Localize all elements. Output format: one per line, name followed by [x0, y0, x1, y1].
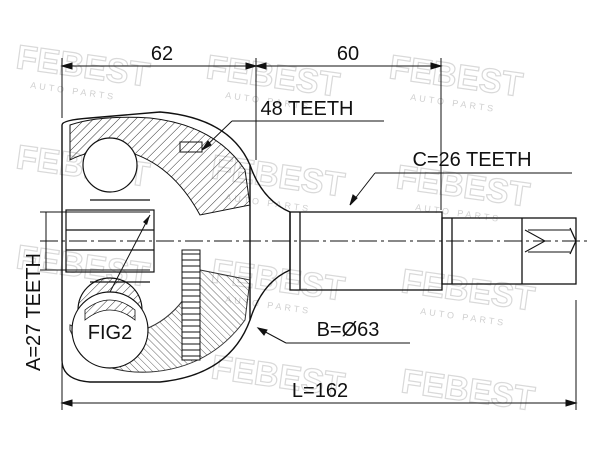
fig2-callout [71, 214, 151, 369]
shaft [289, 211, 577, 291]
shaft-teeth-leader [349, 172, 572, 206]
fig2-label: FIG2 [88, 322, 132, 344]
dim-right-length: 60 [337, 43, 359, 65]
diameter-label: B=Ø63 [317, 319, 380, 341]
abs-ring [181, 249, 201, 361]
dim-left-length: 62 [151, 43, 173, 65]
shaft-teeth-label: C=26 TEETH [412, 149, 531, 171]
left-dimension [40, 211, 150, 271]
ball-upper [82, 137, 138, 193]
outer-teeth-label: 48 TEETH [261, 98, 354, 120]
diameter-leader [256, 327, 410, 344]
bottom-dimension [60, 300, 578, 410]
watermark-text: FEBEST [399, 362, 537, 418]
outer-teeth-marker [179, 141, 203, 153]
outer-teeth-leader [201, 120, 384, 151]
watermark-text: FEBEST [387, 48, 525, 104]
total-length-label: L=162 [292, 380, 348, 402]
top-dimensions [60, 58, 443, 210]
inner-teeth-label: A=27 TEETH [23, 253, 45, 371]
